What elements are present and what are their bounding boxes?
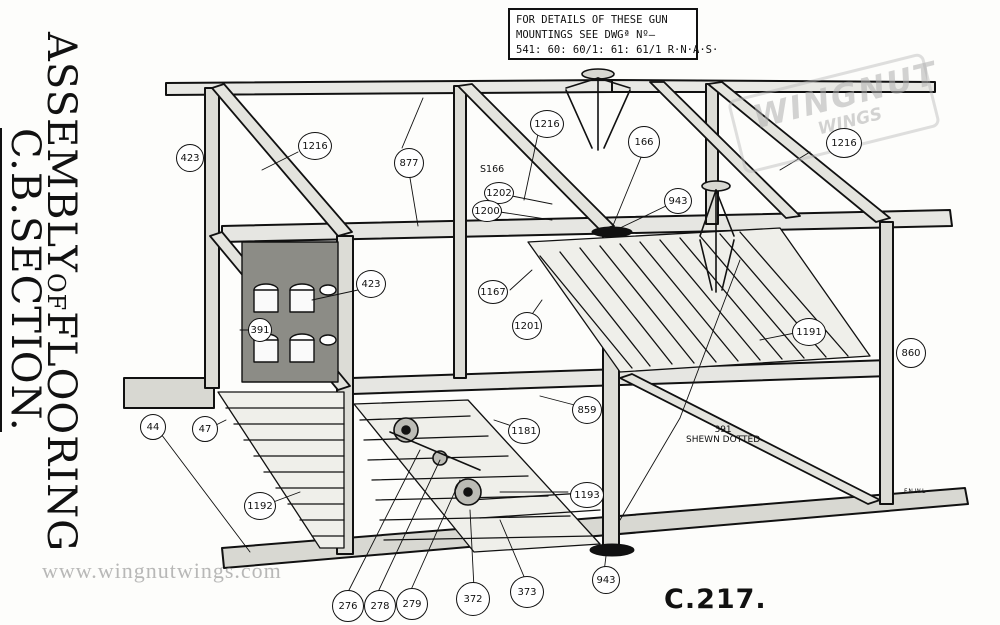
leader-lines xyxy=(157,97,811,593)
gun-mounting-lower xyxy=(699,180,735,293)
callout-373: 373 xyxy=(510,576,544,608)
gun-mounting-note: FOR DETAILS OF THESE GUN MOUNTINGS SEE D… xyxy=(508,8,719,60)
diag-upper-4 xyxy=(649,81,801,219)
clamp-bottom xyxy=(589,543,635,557)
callout-423-a: 423 xyxy=(176,144,204,172)
callout-166: 166 xyxy=(628,126,660,158)
callout-1216-c: 1216 xyxy=(826,128,862,158)
callout-1192: 1192 xyxy=(244,492,276,520)
bottom-left-beam xyxy=(123,377,215,409)
callout-943-b: 943 xyxy=(592,566,620,594)
callout-423-b: 423 xyxy=(356,270,386,298)
callout-1216-a: 1216 xyxy=(298,132,332,160)
title-line-2: C.B.SECTION. xyxy=(0,128,48,432)
callout-1193: 1193 xyxy=(570,482,604,508)
callout-943-a: 943 xyxy=(664,188,692,214)
strut-right-front xyxy=(879,221,894,505)
callout-391: 391 xyxy=(248,318,272,342)
top-longeron-rear xyxy=(611,79,936,93)
drawing-number: C.217. xyxy=(664,584,767,615)
note-line-3: 541: 60: 60/1: 61: 61/1 R·N·A·S· xyxy=(516,44,719,56)
note-line-1: FOR DETAILS OF THESE GUN xyxy=(516,14,668,26)
shewn-dotted-text: SHEWN DOTTED xyxy=(686,435,761,445)
callout-44: 44 xyxy=(140,414,166,440)
callout-1201: 1201 xyxy=(512,312,542,340)
callout-1181: 1181 xyxy=(508,418,540,444)
callout-859: 859 xyxy=(572,396,602,424)
shewn-dotted-note: 391 SHEWN DOTTED xyxy=(686,425,760,445)
top-longeron xyxy=(165,79,613,96)
callout-1191: 1191 xyxy=(792,318,826,346)
callout-877: 877 xyxy=(394,148,424,178)
callout-1200: 1200 xyxy=(472,200,502,222)
upper-floor-slats xyxy=(527,227,871,373)
pulley-assembly xyxy=(389,417,482,506)
callout-279: 279 xyxy=(396,588,428,620)
bottom-front-longeron xyxy=(221,487,969,569)
label-small-ref: F.N.W.L xyxy=(904,488,926,495)
callout-276: 276 xyxy=(332,590,364,622)
label-s166: S166 xyxy=(480,164,505,175)
diag-upper-3 xyxy=(707,81,891,223)
callout-372: 372 xyxy=(456,582,490,616)
watermark-url: www.wingnutwings.com xyxy=(42,558,282,583)
note-line-2: MOUNTINGS SEE DWGª Nº— xyxy=(516,29,656,41)
callout-1167: 1167 xyxy=(478,280,508,304)
ammo-drum-rack xyxy=(241,241,339,383)
callout-278: 278 xyxy=(364,590,396,622)
callout-47: 47 xyxy=(192,416,218,442)
diag-lower-right xyxy=(619,373,881,505)
drawing-title: ASSEMBLYOFFLOORING C.B.SECTION. xyxy=(0,20,96,620)
callout-860: 860 xyxy=(896,338,926,368)
clamp-top xyxy=(591,226,633,238)
shewn-dotted-number: 391 xyxy=(714,425,732,435)
diag-upper-2 xyxy=(457,83,615,231)
gun-mounting-upper xyxy=(565,68,631,151)
callout-1216-b: 1216 xyxy=(530,110,564,138)
callout-1202: 1202 xyxy=(484,182,514,204)
strut-mid-rear xyxy=(453,85,467,379)
